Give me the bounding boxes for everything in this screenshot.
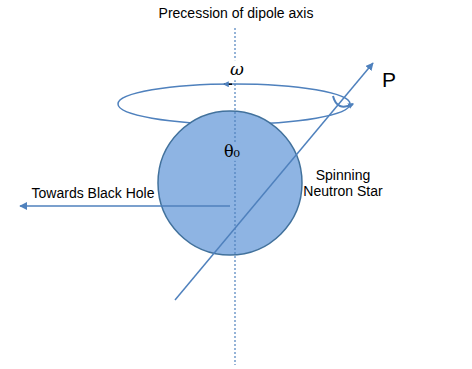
dipole-label: P	[382, 68, 396, 92]
direction-label: Towards Black Hole	[32, 185, 155, 201]
spin-arrow	[333, 96, 353, 107]
diagram-heading: Precession of dipole axis	[159, 5, 314, 21]
angle-symbol: θ₀	[222, 143, 242, 161]
rotation-arrow	[224, 83, 232, 85]
angular-velocity-symbol: ω	[228, 60, 246, 80]
star-label: Spinning Neutron Star	[295, 167, 391, 199]
black-hole-arrow	[20, 205, 230, 207]
